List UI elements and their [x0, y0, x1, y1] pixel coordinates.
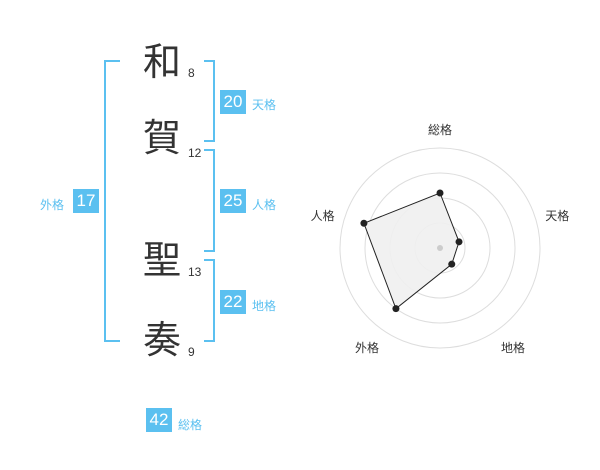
gaikaku-bracket: [104, 60, 120, 342]
radar-point-0: [436, 189, 444, 197]
radar-ring-0: [339, 147, 541, 349]
chikaku-value: 22: [220, 290, 246, 314]
radar-axis-label-0: 総格: [428, 122, 452, 137]
name-char-4: 奏: [142, 318, 181, 362]
stroke-count-3: 13: [188, 265, 202, 279]
soukaku-value: 42: [146, 408, 172, 432]
tenkaku-value: 20: [220, 90, 246, 114]
name-char-1: 和: [142, 40, 181, 84]
radar-point-3: [392, 305, 400, 313]
radar-axis-label-3: 外格: [355, 340, 379, 355]
name-char-2: 賀: [142, 116, 181, 160]
tenkaku-bracket: [204, 60, 215, 142]
radar-axis-label-1: 天格: [545, 208, 569, 223]
radar-axis-label-4: 人格: [311, 208, 335, 223]
chikaku-label: 地格: [252, 299, 277, 313]
gaikaku-label: 外格: [40, 198, 65, 212]
radar-point-4: [360, 219, 368, 227]
stroke-count-2: 12: [188, 146, 202, 160]
stroke-count-1: 8: [188, 66, 195, 80]
radar-point-2: [448, 260, 456, 268]
radar-center-dot: [437, 245, 443, 251]
radar-ring-1: [364, 172, 516, 324]
name-char-3: 聖: [142, 238, 181, 282]
jinkaku-label: 人格: [252, 198, 277, 212]
tenkaku-label: 天格: [252, 98, 277, 112]
jinkaku-bracket: [204, 149, 215, 252]
stroke-count-4: 9: [188, 345, 195, 359]
radar-area: [363, 192, 460, 310]
jinkaku-value: 25: [220, 189, 246, 213]
radar-point-1: [455, 238, 463, 246]
soukaku-label: 総格: [178, 418, 203, 432]
chikaku-bracket: [204, 259, 215, 342]
gaikaku-value: 17: [73, 189, 99, 213]
radar-axis-label-2: 地格: [501, 340, 525, 355]
